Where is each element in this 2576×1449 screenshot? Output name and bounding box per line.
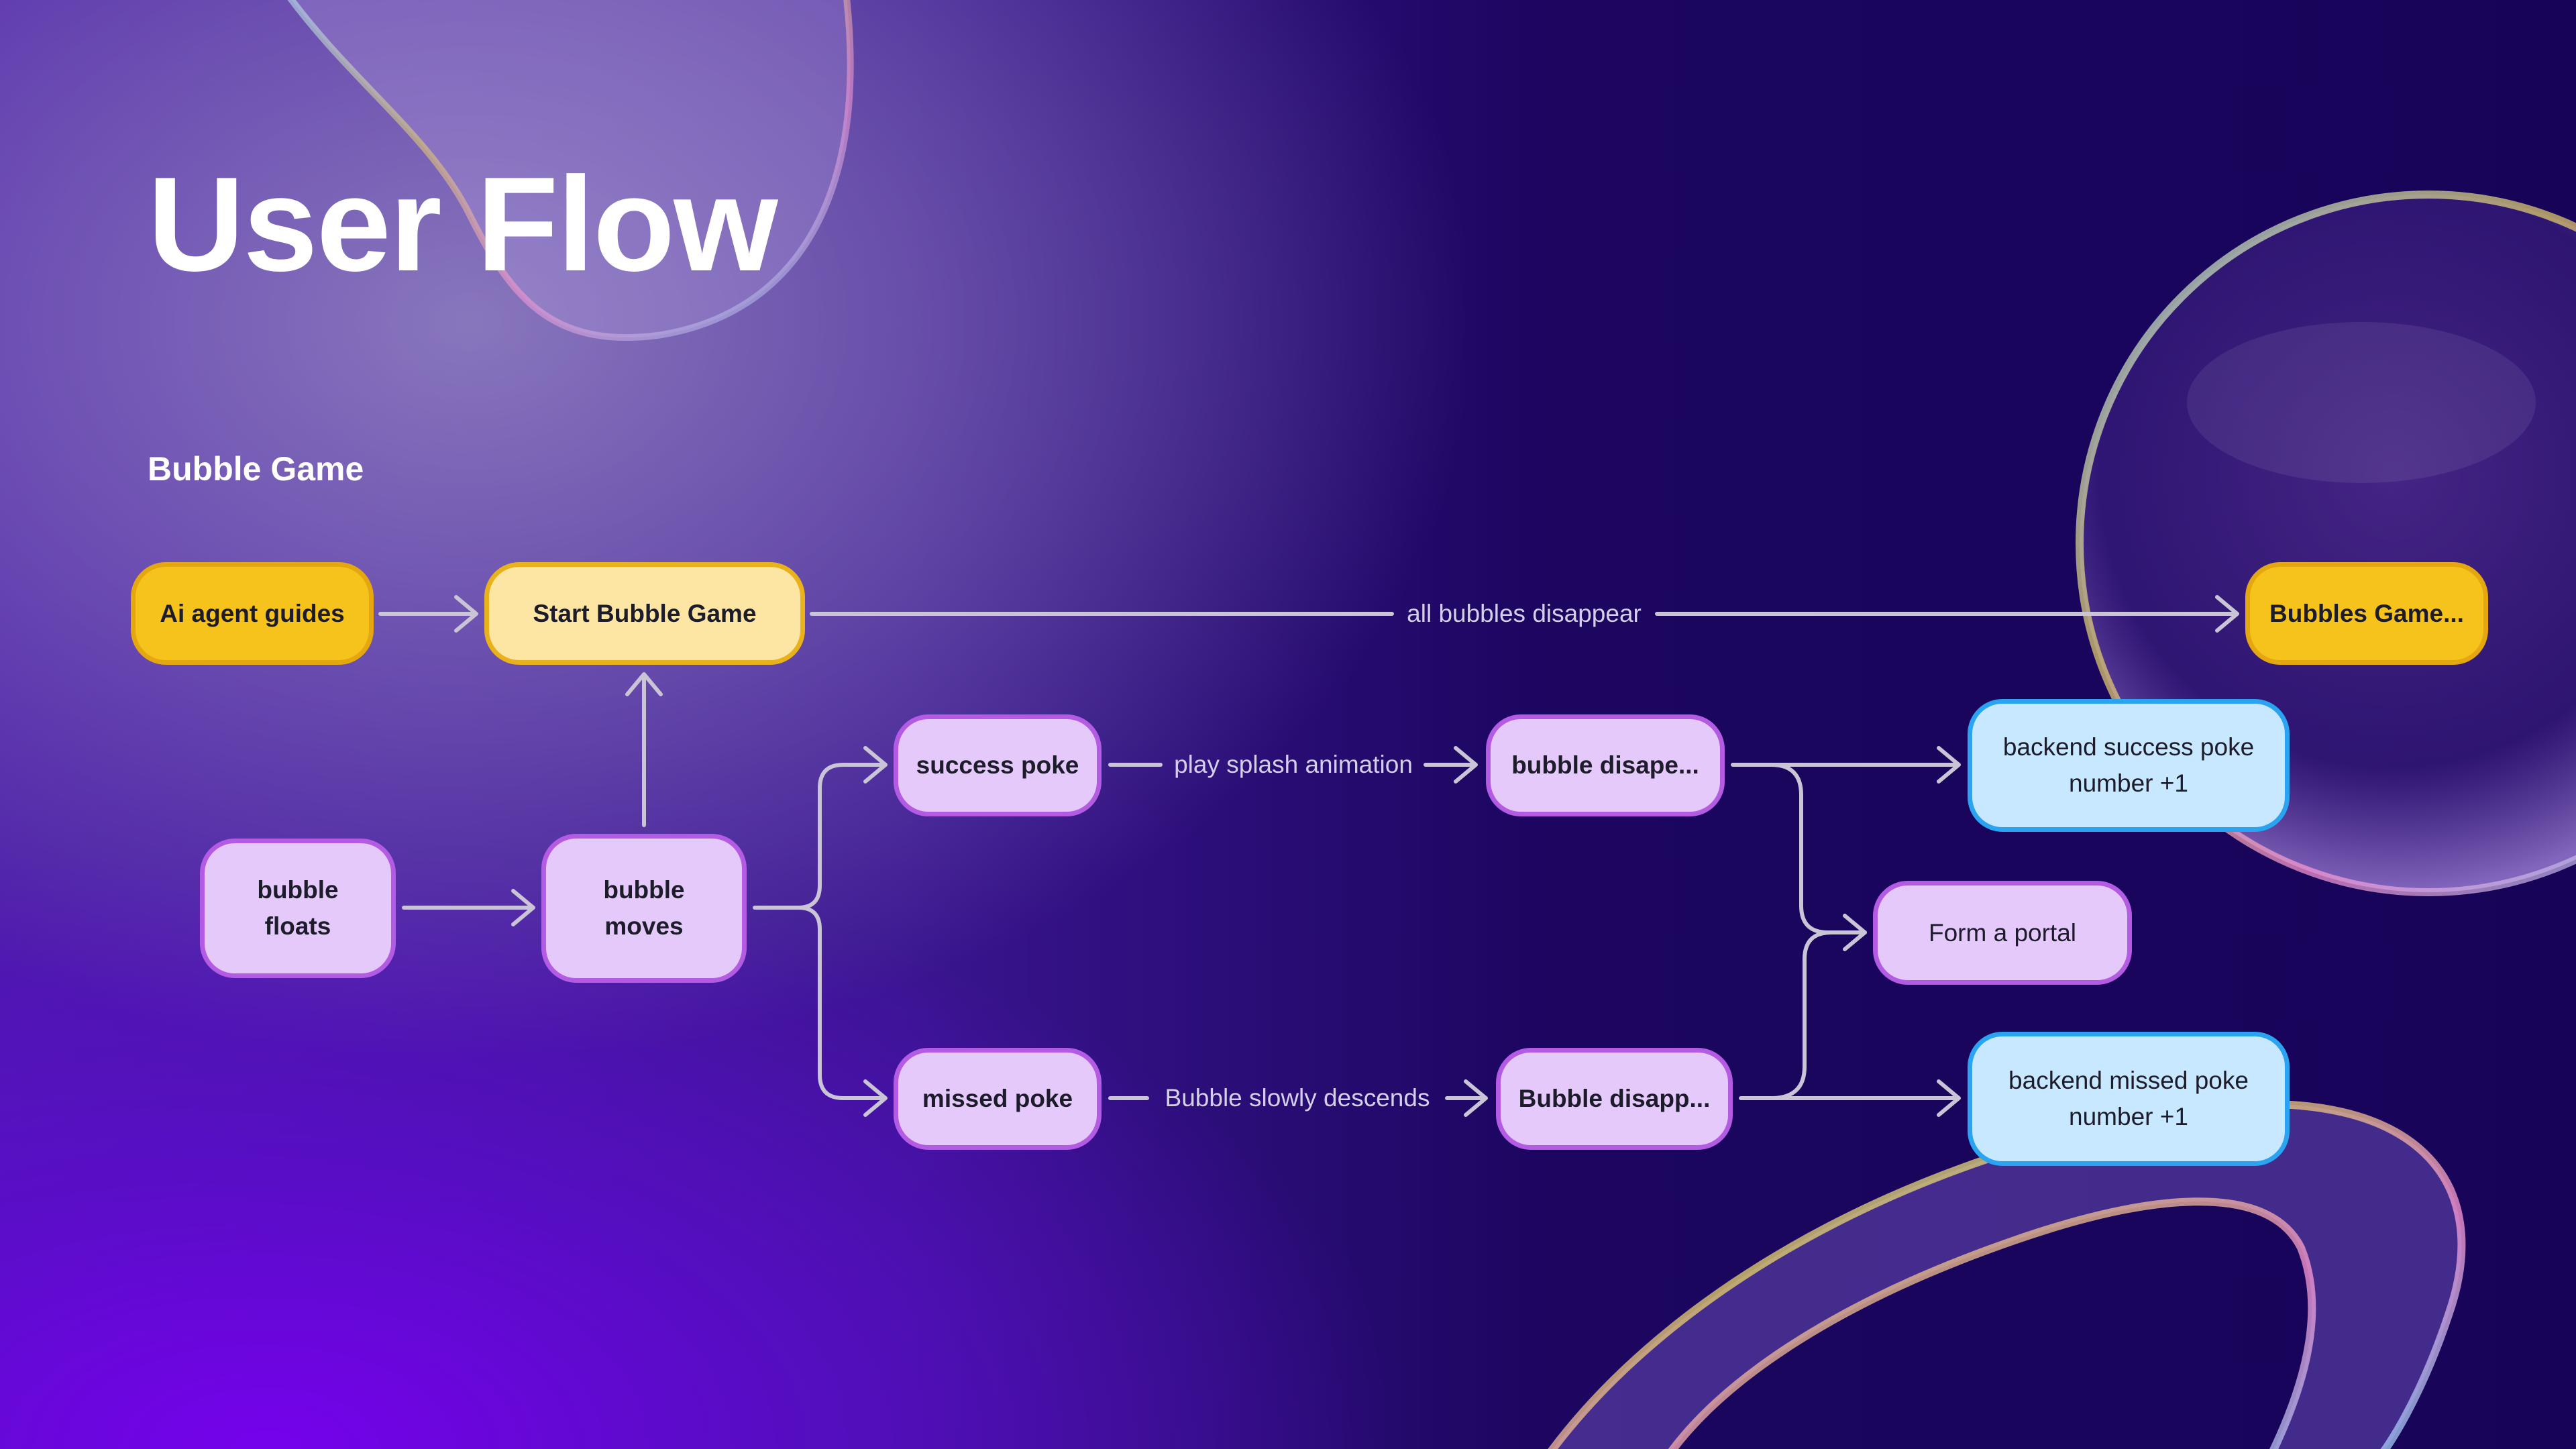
node-form-portal-label: Form a portal bbox=[1928, 918, 2076, 947]
node-start-bubble-game-label: Start Bubble Game bbox=[533, 599, 757, 627]
arrow-ai-to-start bbox=[378, 595, 478, 633]
node-bubbles-game-end[interactable]: Bubbles Game... bbox=[2245, 562, 2488, 665]
bubble-top-left bbox=[287, 0, 854, 341]
diagram-subtitle: Bubble Game bbox=[148, 450, 364, 488]
arrow-label-to-disape bbox=[1424, 746, 1478, 784]
node-bubble-floats-label: bubble floats bbox=[257, 876, 339, 940]
node-missed-poke[interactable]: missed poke bbox=[894, 1048, 1102, 1150]
edge-label-all-bubbles-disappear: all bubbles disappear bbox=[1407, 600, 1642, 627]
arrow-moves-to-start bbox=[625, 672, 663, 827]
node-bubble-floats[interactable]: bubble floats bbox=[200, 839, 396, 978]
arrow-label-to-disapp bbox=[1445, 1079, 1488, 1117]
edge-label-play-splash-animation: play splash animation bbox=[1174, 751, 1413, 778]
node-success-poke[interactable]: success poke bbox=[894, 714, 1102, 816]
node-ai-agent-guides[interactable]: Ai agent guides bbox=[131, 562, 374, 665]
node-backend-success-label: backend success poke number +1 bbox=[2002, 733, 2255, 797]
node-ai-agent-guides-label: Ai agent guides bbox=[160, 599, 345, 627]
node-start-bubble-game[interactable]: Start Bubble Game bbox=[484, 562, 805, 665]
node-bubble-disapp-label: Bubble disapp... bbox=[1518, 1085, 1711, 1112]
arrow-label-to-end bbox=[1655, 595, 2239, 633]
node-bubble-disape[interactable]: bubble disape... bbox=[1486, 714, 1725, 816]
page-title: User Flow bbox=[148, 150, 778, 299]
arrow-moves-to-missed bbox=[796, 906, 888, 1117]
arrow-disape-to-backend-success bbox=[1731, 746, 1961, 784]
node-bubble-moves[interactable]: bubble moves bbox=[541, 834, 747, 983]
node-backend-missed-label: backend missed poke number +1 bbox=[2008, 1067, 2249, 1130]
arrow-disape-to-portal bbox=[1769, 763, 1867, 934]
arrow-moves-to-success bbox=[753, 746, 888, 910]
node-bubble-moves-label: bubble moves bbox=[603, 876, 685, 940]
edge-label-bubble-slowly-descends: Bubble slowly descends bbox=[1165, 1084, 1430, 1112]
node-success-poke-label: success poke bbox=[916, 751, 1079, 779]
node-backend-success[interactable]: backend success poke number +1 bbox=[1968, 699, 2290, 832]
arrow-disapp-to-portal bbox=[1769, 914, 1867, 1100]
node-missed-poke-label: missed poke bbox=[922, 1085, 1073, 1112]
node-backend-missed[interactable]: backend missed poke number +1 bbox=[1968, 1032, 2290, 1166]
node-bubble-disape-label: bubble disape... bbox=[1511, 751, 1699, 779]
node-form-portal[interactable]: Form a portal bbox=[1873, 881, 2132, 985]
node-bubble-disapp[interactable]: Bubble disapp... bbox=[1496, 1048, 1733, 1150]
node-bubbles-game-end-label: Bubbles Game... bbox=[2269, 599, 2464, 627]
arrow-floats-to-moves bbox=[402, 889, 535, 926]
